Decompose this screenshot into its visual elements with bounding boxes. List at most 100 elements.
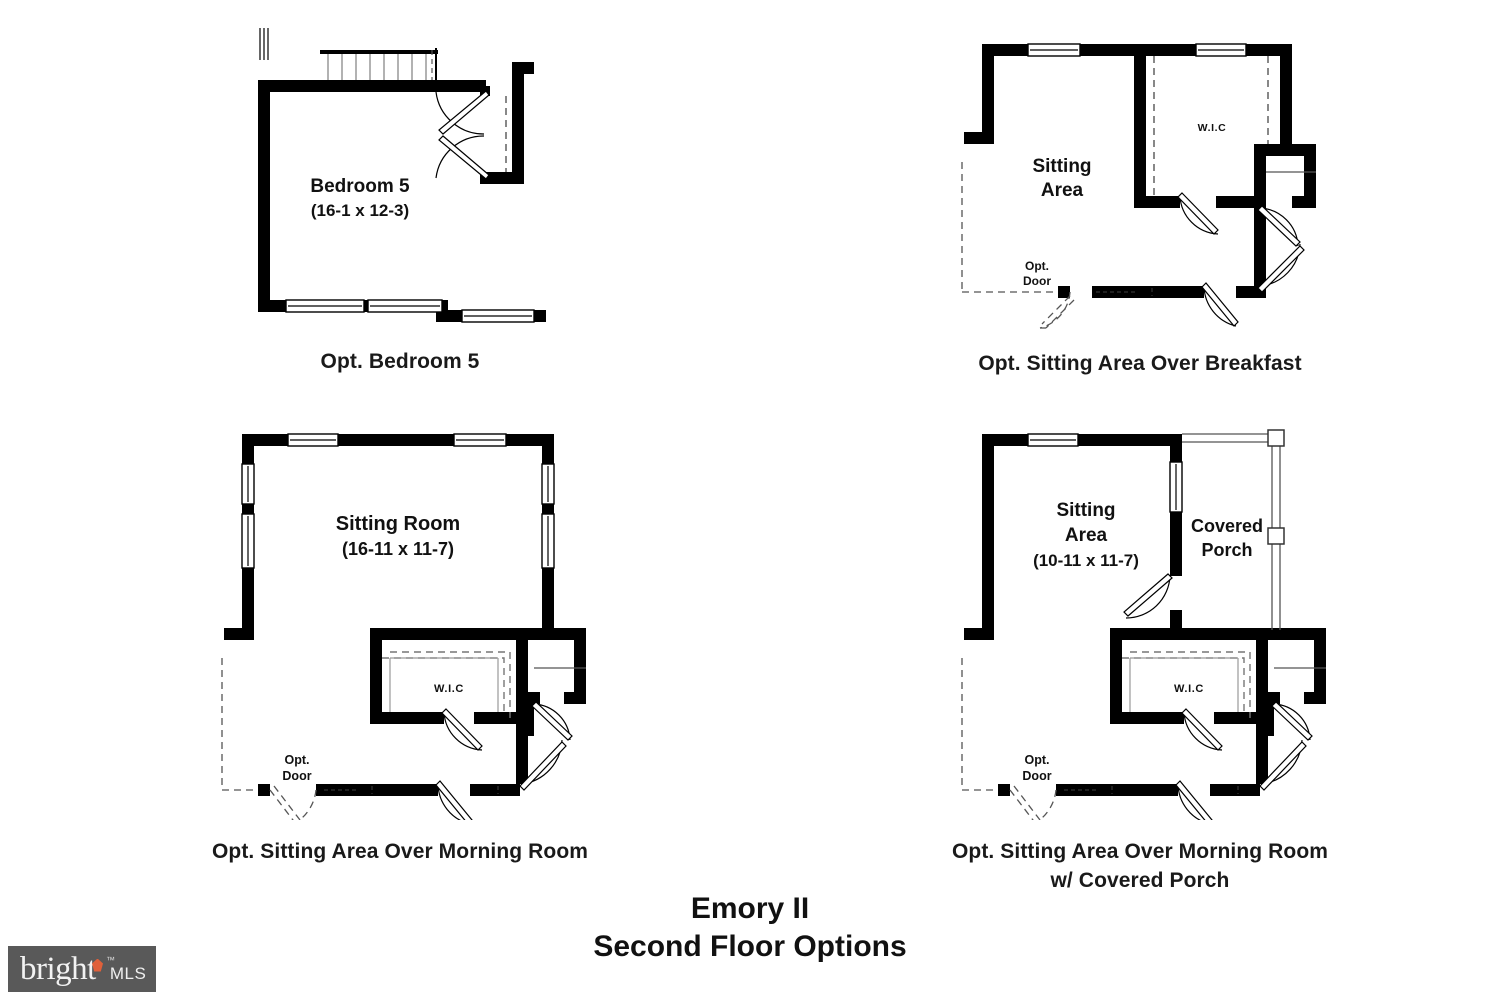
wall-right-bottom — [542, 568, 554, 640]
wall-closet-right — [512, 94, 524, 184]
wall-right-mid — [542, 504, 554, 514]
bright-mls-watermark: bright ™ MLS — [8, 946, 156, 992]
small-closet-door — [1271, 701, 1313, 741]
opt-door-label-line1: Opt. — [1025, 753, 1050, 767]
wall-wic-bottom-right — [474, 712, 520, 724]
room-label-area: Area — [1041, 180, 1084, 201]
window-group-top — [1027, 43, 1247, 57]
wall-bottom-left — [1092, 286, 1204, 298]
porch-door — [1123, 573, 1173, 619]
wall-left-mid — [242, 504, 254, 514]
wall-wic-left — [1110, 628, 1122, 724]
plan-opt-sitting-over-morning-room-covered-porch: Sitting Area (10-11 x 11-7) Covered Porc… — [940, 420, 1340, 820]
watermark-suffix: MLS — [109, 963, 147, 983]
opt-door-dashed — [221, 658, 317, 820]
wall-bottom-right — [470, 784, 520, 796]
hall-door — [519, 739, 567, 791]
plan-opt-sitting-area-over-breakfast: Sitting Area W.I.C Opt. Door — [940, 20, 1340, 350]
window — [285, 299, 365, 313]
wall-right-top — [542, 434, 554, 464]
window — [453, 433, 507, 447]
wall-bottom-jamb-left — [1058, 286, 1070, 298]
wall-closet-bottom — [1292, 196, 1316, 208]
wall-left-step — [224, 628, 254, 640]
window-group-top — [287, 433, 507, 447]
watermark-accent-icon — [92, 958, 103, 972]
room-label-wic: W.I.C — [1198, 122, 1227, 134]
wall-closet-right — [1304, 144, 1316, 202]
bottom-wall-dashed-detail — [1096, 288, 1153, 296]
wall-closet-left — [1254, 144, 1266, 208]
wic-door — [441, 708, 483, 751]
stair-railing — [259, 28, 269, 60]
wall-bottom-jamb — [258, 784, 270, 796]
window-group-left — [241, 463, 255, 569]
opt-door-label-line2: Door — [1022, 769, 1051, 783]
wall-top-right — [436, 80, 486, 92]
wall-closet-right — [1314, 628, 1326, 698]
bottom-door — [1201, 282, 1239, 327]
opt-door-label-line2: Door — [282, 769, 311, 783]
wall-closet-bottom-right — [1304, 692, 1326, 704]
porch-column-top — [1267, 429, 1285, 447]
room-label-sitting: Sitting — [1056, 500, 1115, 521]
room-dimensions-sitting-area: (10-11 x 11-7) — [1033, 551, 1139, 570]
window — [287, 433, 339, 447]
sitting-room-morning-drawing: Sitting Room (16-11 x 11-7) W.I.C Opt. D… — [221, 433, 586, 820]
window-group-right — [541, 463, 555, 569]
wall-wic-bottom-right — [1214, 712, 1260, 724]
small-closet-door — [1257, 205, 1301, 247]
bedroom-5-drawing: Bedroom 5 (16-1 x 12-3) — [258, 28, 546, 323]
bottom-wall-dashed-detail — [324, 786, 499, 794]
wall-closet-bottom-left — [1262, 692, 1280, 704]
wall-wic-bottom-left — [370, 712, 444, 724]
staircase — [320, 48, 438, 80]
plan-opt-bedroom-5: Bedroom 5 (16-1 x 12-3) — [240, 20, 560, 340]
hall-door — [1257, 243, 1305, 293]
wall-left-step — [964, 132, 994, 144]
opt-door-label-line1: Opt. — [1025, 259, 1049, 273]
caption-opt-sitting-over-morning-room-porch-line2: w/ Covered Porch — [1050, 869, 1230, 892]
window — [241, 513, 255, 569]
wall-left — [258, 80, 270, 312]
wall-wic-bottom-left — [1134, 196, 1180, 208]
wall-wic-left — [1134, 44, 1146, 208]
wall-closet-bottom — [480, 172, 524, 184]
room-label-porch: Porch — [1201, 540, 1252, 560]
wall-wic-left — [370, 628, 382, 724]
room-dimensions-bedroom-5: (16-1 x 12-3) — [311, 201, 409, 220]
door-jamb-top — [480, 86, 490, 96]
sitting-area-covered-porch-drawing: Sitting Area (10-11 x 11-7) Covered Porc… — [961, 429, 1326, 820]
bottom-door — [1175, 780, 1213, 820]
small-closet-door — [531, 701, 573, 741]
wall-mid-top — [1170, 434, 1182, 462]
wall-lower-right — [1256, 724, 1268, 784]
wall-left — [982, 434, 994, 640]
wall-lower-right — [1254, 208, 1266, 286]
wall-lower-right — [516, 724, 528, 784]
wall-wic-top — [1110, 628, 1326, 640]
wall-bottom-left — [1056, 784, 1178, 796]
bottom-door — [435, 780, 473, 820]
porch-column-mid — [1267, 527, 1285, 545]
room-label-bedroom-5: Bedroom 5 — [310, 176, 410, 197]
room-dimensions-sitting-room: (16-11 x 11-7) — [342, 539, 454, 559]
wall-wic-bottom-right — [1216, 196, 1262, 208]
wall-left-bottom — [242, 568, 254, 640]
wall-left — [982, 44, 994, 144]
room-label-area: Area — [1065, 525, 1108, 546]
closet-double-door — [435, 90, 490, 180]
wall-bottom-jamb — [998, 784, 1010, 796]
window — [241, 463, 255, 505]
window — [541, 463, 555, 505]
sitting-area-breakfast-drawing: Sitting Area W.I.C Opt. Door — [961, 43, 1316, 329]
room-label-wic: W.I.C — [434, 683, 464, 695]
wall-closet-top — [1254, 144, 1316, 156]
window — [1169, 461, 1183, 513]
caption-opt-sitting-over-morning-room-porch-line1: Opt. Sitting Area Over Morning Room — [951, 840, 1329, 863]
wall-top — [982, 434, 1182, 446]
opt-door-label-line1: Opt. — [285, 753, 310, 767]
window — [367, 299, 443, 313]
opt-door-dashed — [961, 162, 1075, 329]
